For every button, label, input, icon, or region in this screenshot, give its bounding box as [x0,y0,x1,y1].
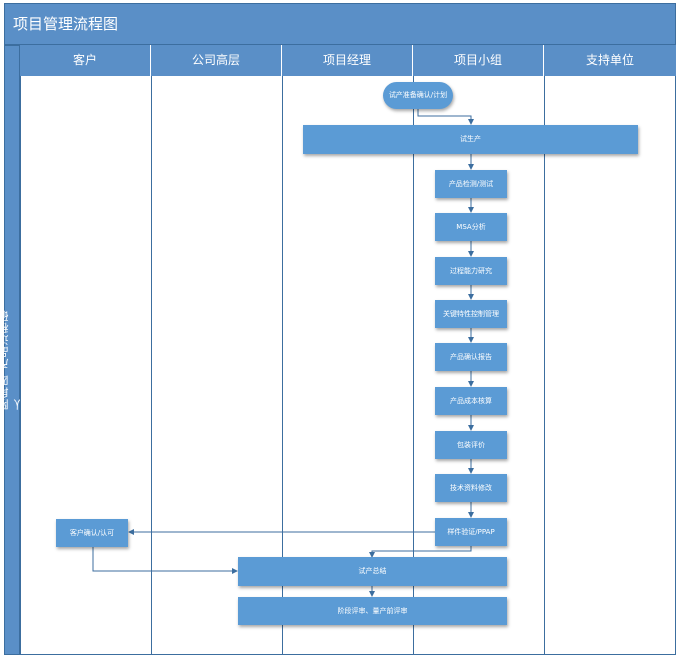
lane-divider [282,76,283,655]
lane-header-project-team: 项目小组 [413,45,544,76]
lane-header-project-manager: 项目经理 [282,45,413,76]
lane-divider [413,76,414,655]
phase-bar [4,45,20,655]
node-customer-confirm: 客户确认/认可 [56,519,128,547]
node-product-test: 产品检测/测试 [435,170,507,198]
connector [369,546,472,558]
lane-divider [20,76,21,655]
connector [92,547,238,574]
node-capability: 过程能力研究 [435,257,507,285]
node-sample-ppap: 样件验证/PPAP [435,518,507,546]
node-cost-review: 产品成本核算 [435,387,507,415]
node-phase-review: 阶段评审、量产前评审 [238,597,507,625]
lane-header-customer: 客户 [20,45,151,76]
lane-header-support: 支持单位 [544,45,676,76]
node-trial-summary: 试产总结 [238,557,507,586]
lane-divider [151,76,152,655]
node-start: 试产准备确认/计划 [383,82,453,109]
node-trial-production: 试生产 [303,125,638,154]
node-packaging: 包装评价 [435,431,507,459]
lane-header-management: 公司高层 [151,45,282,76]
node-doc-revision: 技术资料修改 [435,474,507,502]
connector [417,108,474,125]
node-confirm-report: 产品确认报告 [435,343,507,371]
lane-divider [544,76,545,655]
node-msa: MSA分析 [435,213,507,241]
diagram-title: 项目管理流程图 [4,3,676,45]
node-key-characteristics: 关键特性控制管理 [435,300,507,328]
